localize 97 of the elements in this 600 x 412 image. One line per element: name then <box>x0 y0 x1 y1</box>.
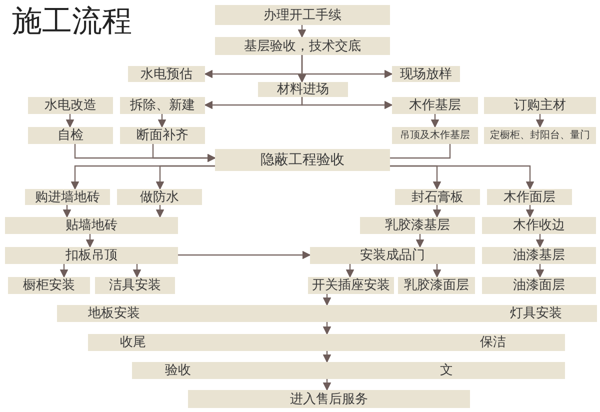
step-label: 定橱柜、封阳台、量门 <box>490 130 590 140</box>
process-box <box>132 362 565 379</box>
step-label: 保洁 <box>480 334 506 351</box>
step-label: 文 <box>440 362 453 379</box>
step-label: 验收 <box>165 362 191 379</box>
arrow <box>432 264 442 278</box>
arrow <box>536 264 544 278</box>
arrow <box>536 114 544 128</box>
step-label: 订购主材 <box>514 99 566 112</box>
arrow <box>526 205 534 218</box>
step-label: 乳胶漆基层 <box>385 219 450 232</box>
process-box <box>215 149 390 171</box>
title: 施工流程 <box>12 3 132 41</box>
process-box <box>258 82 348 97</box>
process-box <box>308 277 394 294</box>
arrow <box>432 205 442 218</box>
arrow <box>298 25 306 38</box>
step-label: 安装成品门 <box>360 249 425 262</box>
step-label: 灯具安装 <box>510 305 562 322</box>
step-label: 隐蔽工程验收 <box>260 153 344 167</box>
step-label: 贴墙地砖 <box>66 219 118 232</box>
process-box <box>25 189 110 205</box>
arrow <box>298 55 306 83</box>
step-label: 扣板吊顶 <box>66 249 118 262</box>
step-label: 办理开工手续 <box>264 8 342 22</box>
arrow <box>322 322 332 335</box>
step-label: 油漆基层 <box>513 249 565 262</box>
process-box <box>117 189 202 205</box>
step-label: 材料进场 <box>277 83 329 96</box>
process-box <box>392 127 478 144</box>
process-box <box>28 97 113 114</box>
step-label: 开关插座安装 <box>312 279 390 292</box>
step-label: 木作基层 <box>409 99 461 112</box>
step-label: 橱柜安装 <box>23 279 75 292</box>
process-box <box>487 189 572 205</box>
process-box <box>482 277 596 294</box>
arrow <box>132 264 142 278</box>
arrow <box>60 264 68 278</box>
process-box <box>215 5 390 25</box>
step-label: 拆除、新建 <box>130 99 195 112</box>
step-label: 断面补齐 <box>136 129 188 142</box>
step-label: 收尾 <box>120 334 146 351</box>
process-box <box>95 277 175 294</box>
step-label: 封石膏板 <box>412 190 464 204</box>
process-box <box>5 217 178 234</box>
arrow <box>62 205 72 218</box>
process-box <box>360 217 475 234</box>
step-label: 进入售后服务 <box>290 392 368 406</box>
arrow <box>152 144 216 162</box>
process-box <box>28 127 113 144</box>
arrow <box>156 165 215 190</box>
process-box <box>57 305 597 322</box>
step-label: 乳胶漆面层 <box>404 279 469 292</box>
process-box <box>398 277 475 294</box>
arrow <box>322 379 332 391</box>
process-box <box>120 127 205 144</box>
step-label: 地板安装 <box>88 305 140 322</box>
arrow <box>322 351 332 363</box>
arrow <box>430 114 440 128</box>
step-label: 木作面层 <box>504 190 556 204</box>
process-box <box>482 247 596 264</box>
arrow <box>66 114 74 128</box>
step-label: 水电预估 <box>140 68 192 80</box>
process-box <box>8 277 90 294</box>
step-label: 木作收边 <box>513 219 565 232</box>
process-box <box>395 189 480 205</box>
arrow <box>390 165 534 190</box>
process-box <box>482 217 596 234</box>
arrow <box>156 205 164 218</box>
process-box <box>120 97 205 114</box>
process-box <box>88 334 565 351</box>
step-label: 水电改造 <box>44 99 96 112</box>
step-label: 做防水 <box>140 190 179 204</box>
step-label: 基层验收，技术交底 <box>244 40 361 52</box>
process-box <box>215 37 390 55</box>
process-box <box>484 97 596 114</box>
process-box <box>188 390 470 408</box>
step-label: 油漆面层 <box>513 279 565 292</box>
process-box <box>5 247 178 264</box>
arrow <box>322 294 332 306</box>
arrow <box>536 234 544 248</box>
step-label: 洁具安装 <box>109 279 161 292</box>
step-label: 现场放样 <box>400 68 452 80</box>
arrow <box>158 114 166 128</box>
arrow <box>178 250 311 260</box>
process-box <box>392 66 460 82</box>
step-label: 吊顶及木作基层 <box>400 130 470 140</box>
step-label: 自检 <box>58 129 84 142</box>
process-box <box>484 127 596 144</box>
step-label: 购进墙地砖 <box>35 190 100 204</box>
arrow <box>301 97 393 110</box>
arrow <box>416 234 424 248</box>
process-box <box>128 66 205 82</box>
arrow <box>86 234 94 248</box>
process-box <box>392 97 478 114</box>
arrow <box>346 264 354 278</box>
process-box <box>310 247 475 264</box>
